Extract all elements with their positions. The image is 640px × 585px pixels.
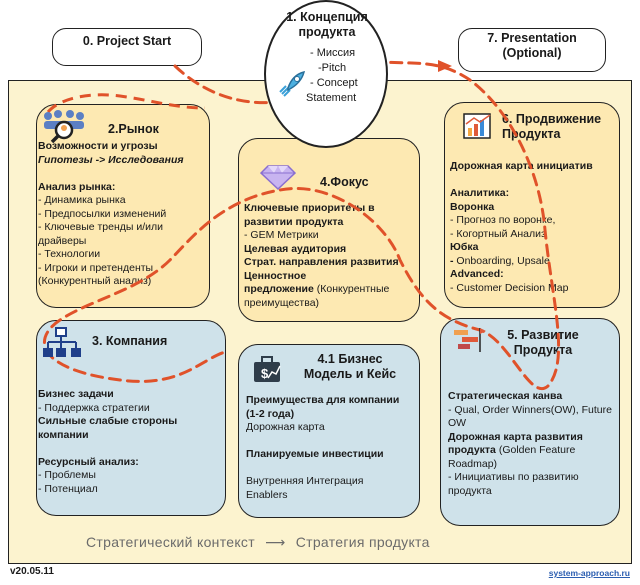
development-card [440,318,620,526]
text-line: Внутренняя Интеграция [246,475,364,487]
development-text: Стратегическая канва- Qual, Order Winner… [448,390,612,497]
text-line: - Инициативы по развитию [448,471,579,483]
text-line: продукта [448,484,492,497]
text-line: - Прогноз по воронке, [450,214,556,226]
text-line: Гипотезы -> Исследования [38,153,184,166]
text-line: Advanced: [450,268,504,280]
text-line: Ключевые приоритеты в [244,202,375,214]
rocket-icon [279,70,306,97]
text-line: - Технологии [38,248,101,260]
text-line: драйверы [38,234,87,247]
concept-circle [264,0,388,148]
promotion-text: Дорожная карта инициатив Аналитика:Ворон… [450,160,593,294]
text-line: (1-2 года) [246,407,295,420]
text-line: Анализ рынка: [38,180,116,193]
text-line: OW [448,417,467,429]
company-card [36,320,226,516]
text-line: - Игроки и претенденты [38,261,154,274]
context-right: Стратегия продукта [295,534,430,550]
text-line: - Ключевые тренды и/или [38,221,164,233]
text-line: - Qual, Order Winners(OW), Future [448,403,612,416]
text-line: (Конкурентный анализ) [38,275,152,287]
text-line: развитии продукта [244,215,344,228]
text-line: - Поддержка стратегии [38,401,150,414]
presentation-title: 7. Presentation (Optional) [487,31,577,60]
project-start-box [52,28,202,66]
business-text: Преимущества для компании(1-2 года)Дорож… [246,394,399,502]
business-case-icon: $ [254,356,281,382]
version-label: v20.05.11 [10,566,54,577]
text-line: Страт. направления развития [244,256,399,268]
text-line: Воронка [450,200,495,213]
context-left: Стратегический контекст [86,534,255,550]
text-line: Бизнес задачи [38,388,114,400]
text-line: Целевая аудитория [244,242,347,255]
promotion-title: 6. Продвижение Продукта [502,112,602,141]
svg-text:$: $ [261,366,269,381]
text-line: - Потенциал [38,482,98,495]
text-line: Сильные слабые стороны [38,415,178,427]
text-line: Enablers [246,488,288,501]
flow-arrowhead [438,60,452,72]
org-structure-icon [43,327,81,357]
text-line: - Предпосылки изменений [38,207,167,220]
text-line: - Customer Decision Map [450,281,569,294]
text-line: Возможности и угрозы [38,140,158,152]
text-line: компании [38,428,89,441]
text-line: Roadmap) [448,457,498,470]
text-line: Дорожная карта развития [448,430,583,443]
text-line: Дорожная карта [246,421,325,433]
market-title: 2.Рынок [108,122,159,136]
text-line: - Когортный Анализ [450,227,546,240]
site-link[interactable]: system-approach.ru [548,568,630,578]
text-line: - Проблемы [38,469,96,481]
roadmap-icon [454,328,486,352]
text-line: Преимущества для компании [246,394,400,406]
text-line: - Динамика рынка [38,194,126,206]
business-title: 4.1 Бизнес Модель и Кейс [303,352,397,381]
text-line: Аналитика: [450,187,510,199]
presentation-box [458,28,606,72]
diamond-icon [260,165,296,190]
concept-items: - Миссия -Pitch - Concept Statement [306,47,358,104]
context-footer: Стратегический контекст ⟶ Стратегия прод… [86,534,430,551]
text-line: Юбка [450,241,479,253]
company-title: 3. Компания [92,334,168,348]
text-line: Ресурсный анализ: [38,455,139,468]
text-line: Планируемые инвестиции [246,448,384,460]
context-arrow: ⟶ [265,534,286,550]
focus-title: 4.Фокус [320,175,369,189]
analytics-icon [463,113,491,139]
text-line: - GEM Метрики [244,229,319,241]
text-line: Дорожная карта инициатив [450,160,593,172]
text-line: Ценностное [244,269,307,282]
text-line: Стратегическая канва [448,390,563,402]
market-research-icon [44,110,84,144]
project-start-label: 0. Project Start [82,34,172,48]
concept-title: 1. Концепция продукта [286,10,368,39]
